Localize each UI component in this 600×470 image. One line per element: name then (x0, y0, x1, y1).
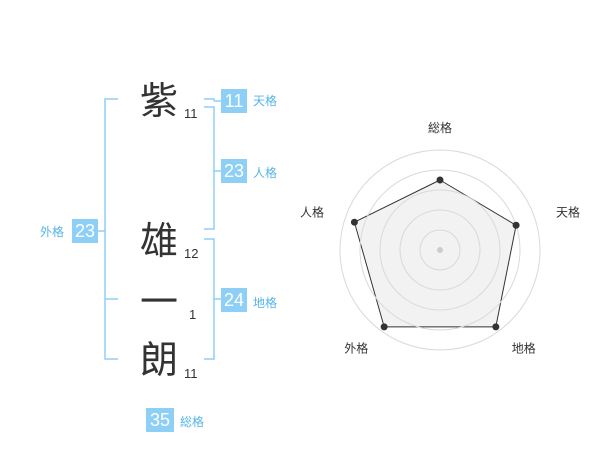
gaikaku-label: 外格 (40, 225, 65, 239)
gaikaku-badge: 23 (72, 219, 98, 243)
tenkaku-label: 天格 (253, 94, 278, 108)
radar-point (492, 323, 500, 331)
jinkaku-label: 人格 (253, 166, 278, 180)
name-char-2-strokes: 12 (184, 246, 199, 261)
radar-axis-label: 天格 (556, 204, 580, 219)
radar-point (380, 323, 388, 331)
radar-ring (399, 209, 481, 291)
radar-axis-label: 人格 (300, 204, 324, 219)
radar-ring (379, 189, 501, 311)
radar-ring (359, 169, 521, 331)
name-char-1-strokes: 11 (184, 106, 198, 121)
name-char-1: 紫 (140, 79, 179, 123)
name-char-2: 雄 (140, 219, 179, 263)
radar-axis-label: 地格 (512, 341, 536, 356)
jinkaku-bracket (204, 106, 215, 230)
name-char-3: 一 (140, 280, 179, 324)
soukaku-label: 総格 (180, 415, 205, 429)
jinkaku-badge: 23 (221, 159, 247, 183)
radar-axis-label: 外格 (344, 341, 368, 356)
radar-center-dot (437, 247, 443, 253)
radar-point (350, 218, 358, 226)
tenkaku-badge: 11 (221, 89, 247, 113)
radar-point (512, 221, 520, 229)
chikaku-badge: 24 (221, 288, 247, 312)
radar-point (436, 176, 444, 184)
radar-ring (419, 229, 461, 271)
name-char-3-strokes: 1 (189, 307, 197, 322)
name-char-4: 朗 (140, 338, 179, 382)
radar-axis-label: 総格 (428, 120, 452, 135)
name-char-4-strokes: 11 (184, 366, 198, 381)
chikaku-label: 地格 (253, 296, 278, 310)
gaikaku-bracket (104, 98, 118, 360)
soukaku-badge: 35 (146, 408, 174, 432)
